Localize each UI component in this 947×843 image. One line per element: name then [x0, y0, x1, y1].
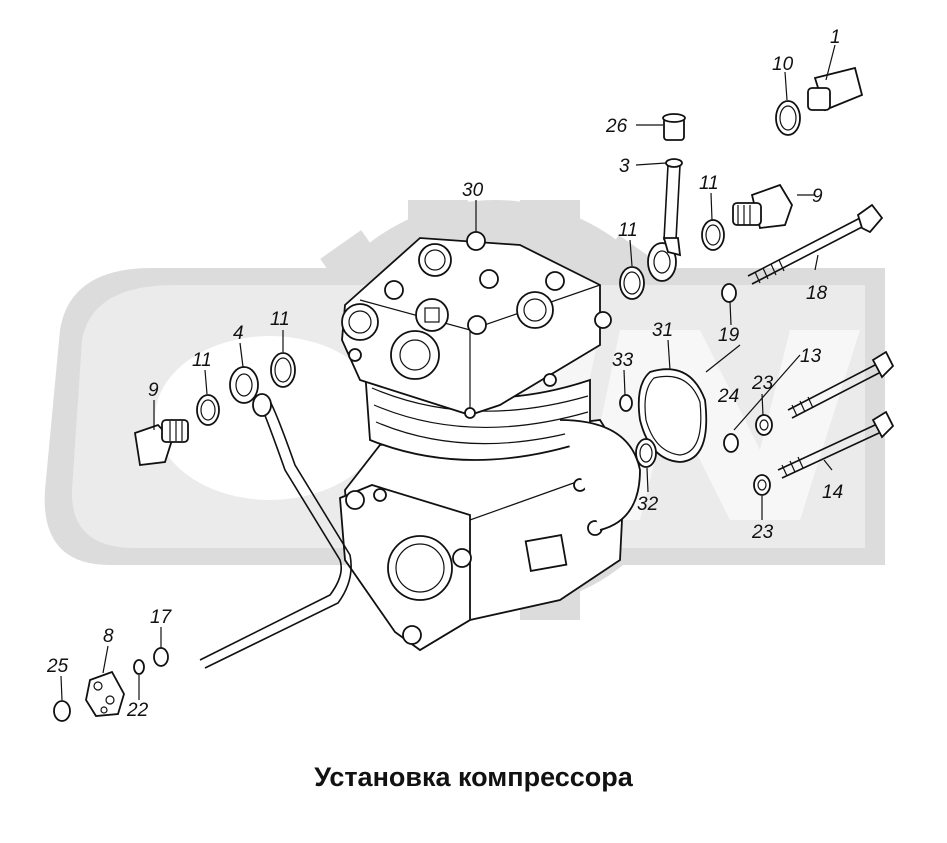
callout-18: 18	[806, 283, 828, 304]
callout-32: 32	[637, 494, 659, 515]
callout-23: 23	[751, 373, 774, 394]
callout-1: 1	[830, 27, 841, 48]
callout-19: 19	[718, 325, 740, 346]
callouts: 1 10 26 3 11 9 18 30 11 31 19 11 4 11 9 …	[46, 27, 843, 721]
callout-9: 9	[812, 186, 823, 207]
callout-11: 11	[699, 173, 719, 194]
pipe	[199, 366, 352, 669]
callout-11: 11	[192, 350, 212, 371]
callout-4: 4	[233, 323, 244, 344]
loose-parts	[53, 66, 895, 722]
leader-lines	[60, 44, 836, 701]
callout-17: 17	[150, 607, 173, 628]
callout-25: 25	[46, 656, 69, 677]
callout-9: 9	[148, 380, 159, 401]
callout-31: 31	[652, 320, 673, 341]
callout-10: 10	[772, 54, 794, 75]
callout-14: 14	[822, 482, 843, 503]
callout-23: 23	[751, 522, 774, 543]
callout-26: 26	[605, 116, 628, 137]
callout-3: 3	[619, 156, 630, 177]
callout-11: 11	[618, 220, 638, 241]
callout-13: 13	[800, 346, 822, 367]
callout-24: 24	[717, 386, 739, 407]
compressor-body	[339, 231, 641, 652]
callout-11: 11	[270, 309, 290, 330]
callout-8: 8	[103, 626, 114, 647]
callout-30: 30	[462, 180, 484, 201]
callout-33: 33	[612, 350, 634, 371]
callout-22: 22	[126, 700, 149, 721]
diagram-caption: Установка компрессора	[314, 762, 633, 792]
